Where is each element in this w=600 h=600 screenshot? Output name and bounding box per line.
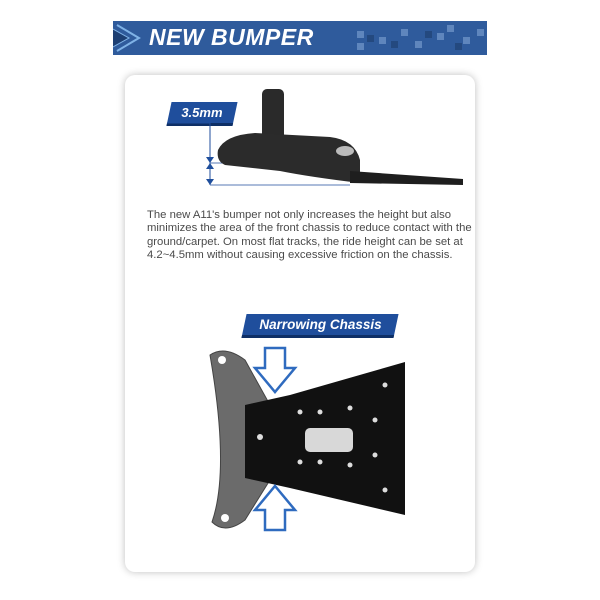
chevron-icon <box>113 24 141 52</box>
pixel-decoration <box>357 25 484 50</box>
bumper-image <box>167 89 463 186</box>
chassis-label: Narrowing Chassis <box>241 314 399 338</box>
header-banner: NEW BUMPER <box>113 21 487 55</box>
chassis-image <box>209 346 405 532</box>
description-text: The new A11's bumper not only increases … <box>147 209 472 261</box>
banner-title: NEW BUMPER <box>149 24 314 50</box>
